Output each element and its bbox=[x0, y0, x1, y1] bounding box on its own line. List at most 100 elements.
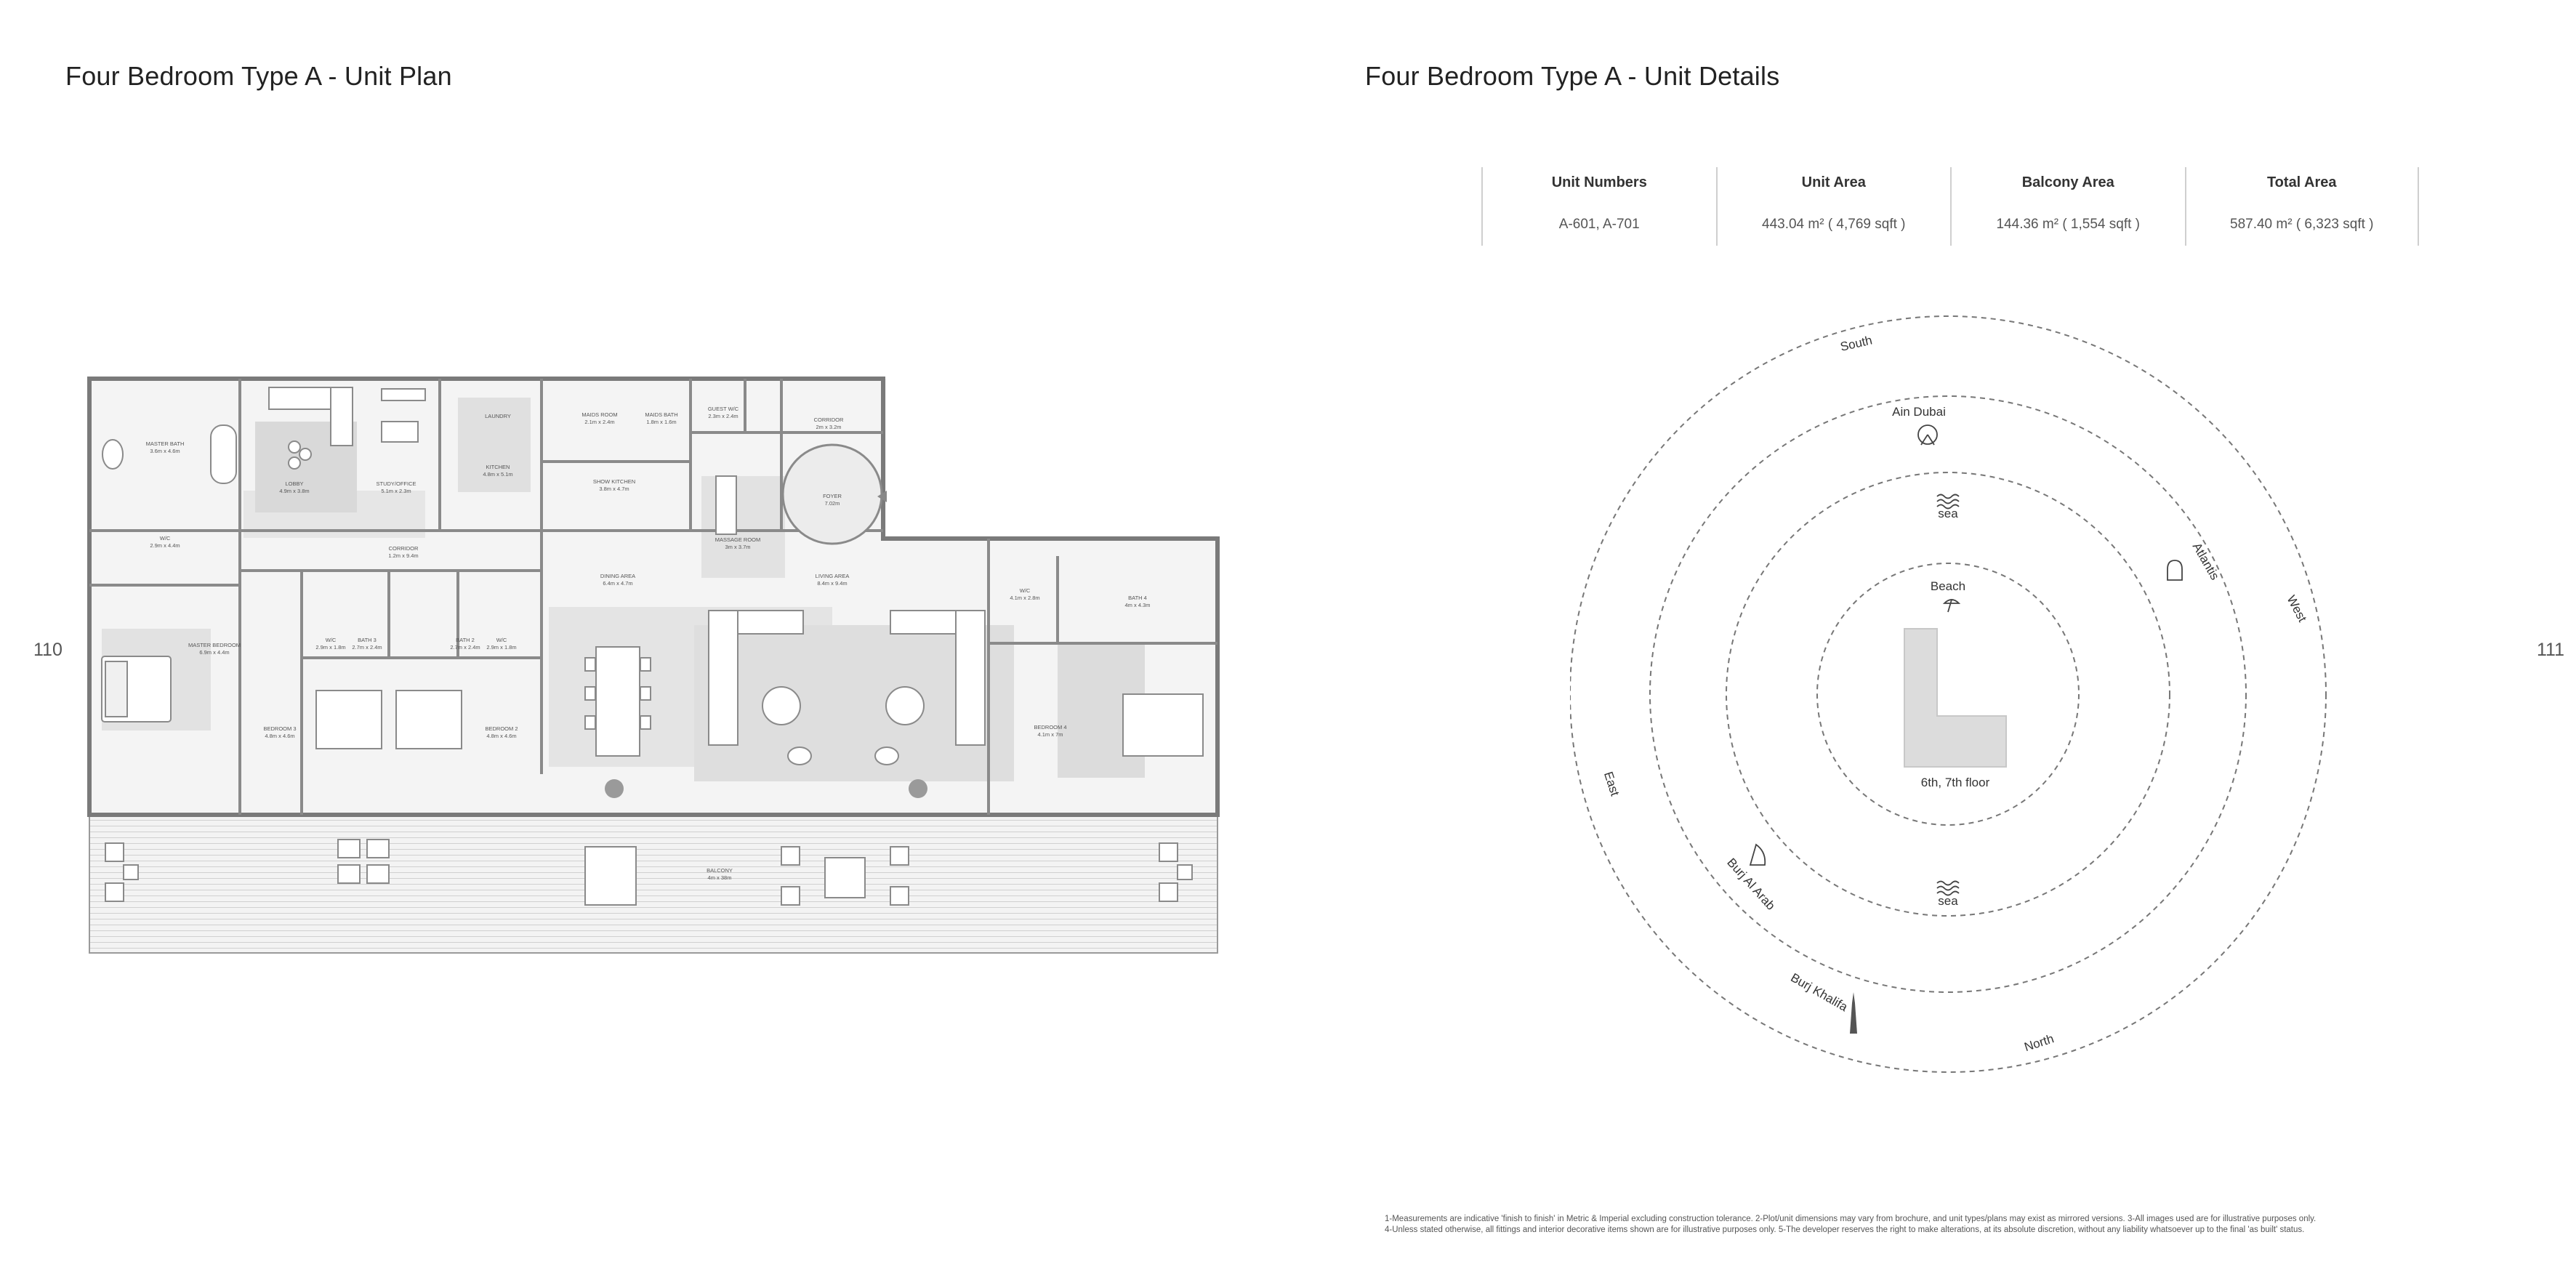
room-label: CORRIDOR bbox=[389, 545, 419, 552]
unit-area-column: Unit Area 443.04 m² ( 4,769 sqft ) bbox=[1715, 167, 1951, 246]
room-size: 6.9m x 4.4m bbox=[199, 649, 229, 656]
room-size: 2.7m x 2.4m bbox=[450, 644, 480, 651]
footnote-line: 1-Measurements are indicative 'finish to… bbox=[1385, 1215, 2317, 1223]
room-label: W/C bbox=[496, 637, 507, 643]
room-label: W/C bbox=[1020, 587, 1031, 594]
room-size: 2.3m x 2.4m bbox=[708, 413, 738, 419]
room-size: 4m x 38m bbox=[708, 874, 732, 881]
room-label: LOBBY bbox=[285, 480, 303, 487]
details-page-title: Four Bedroom Type A - Unit Details bbox=[1365, 61, 1780, 91]
room-label: W/C bbox=[326, 637, 337, 643]
room-label: MASSAGE ROOM bbox=[715, 536, 761, 543]
room-label: BATH 2 bbox=[456, 637, 475, 643]
room-size: 2.9m x 1.8m bbox=[486, 644, 516, 651]
sail-hotel-icon bbox=[1749, 843, 1766, 866]
room-size: 2.7m x 2.4m bbox=[352, 644, 382, 651]
room-size: 2m x 3.2m bbox=[816, 424, 841, 430]
tower-icon bbox=[1850, 992, 1857, 1034]
room-label: KITCHEN bbox=[486, 464, 510, 470]
unit-floor-plan: MASTER BATH 3.6m x 4.6m W/C 2.9m x 4.4m … bbox=[87, 377, 1220, 954]
room-size: 1.8m x 1.6m bbox=[646, 419, 676, 425]
total-area-value: 587.40 m² ( 6,323 sqft ) bbox=[2230, 217, 2374, 232]
room-size: 2.1m x 2.4m bbox=[584, 419, 614, 425]
unit-numbers-header: Unit Numbers bbox=[1551, 174, 1647, 190]
building-footprint bbox=[1904, 628, 2007, 768]
room-size: 1.2m x 9.4m bbox=[388, 552, 418, 559]
balcony-area-header: Balcony Area bbox=[2021, 174, 2114, 190]
columns bbox=[605, 779, 927, 798]
room-label: LAUNDRY bbox=[485, 413, 511, 419]
orientation-rings bbox=[1570, 315, 2327, 1073]
room-label: SHOW KITCHEN bbox=[593, 478, 635, 485]
room-label: BATH 4 bbox=[1128, 595, 1147, 601]
room-label: BALCONY bbox=[707, 867, 733, 874]
entry-arrow-icon bbox=[877, 491, 887, 502]
room-size: 4.1m x 2.8m bbox=[1010, 595, 1039, 601]
room-size: 4.1m x 7m bbox=[1037, 731, 1063, 738]
compass-north-label: North bbox=[2023, 1031, 2056, 1054]
unit-area-header: Unit Area bbox=[1801, 174, 1866, 190]
room-size: 4.9m x 3.8m bbox=[279, 488, 309, 494]
unit-details-table: Unit Numbers A-601, A-701 Unit Area 443.… bbox=[1481, 167, 2419, 246]
room-label: MASTER BEDROOM bbox=[188, 642, 241, 648]
balcony-area-value: 144.36 m² ( 1,554 sqft ) bbox=[1996, 217, 2141, 232]
sea-bottom-label: sea bbox=[1938, 894, 1958, 908]
room-size: 4.8m x 4.6m bbox=[486, 733, 516, 739]
unit-numbers-column: Unit Numbers A-601, A-701 bbox=[1481, 167, 1716, 246]
beach-umbrella-icon bbox=[1942, 599, 1961, 613]
room-label: GUEST W/C bbox=[708, 406, 739, 412]
room-size: 4.8m x 4.6m bbox=[265, 733, 294, 739]
room-size: 3m x 3.7m bbox=[725, 544, 750, 550]
compass-east-label: East bbox=[1601, 770, 1622, 797]
room-label: STUDY/OFFICE bbox=[376, 480, 416, 487]
plan-page-title: Four Bedroom Type A - Unit Plan bbox=[65, 61, 452, 91]
room-label: MASTER BATH bbox=[146, 440, 185, 447]
room-size: 2.9m x 1.8m bbox=[315, 644, 345, 651]
room-label: BEDROOM 4 bbox=[1034, 724, 1066, 730]
unit-numbers-value: A-601, A-701 bbox=[1558, 217, 1640, 232]
burj-khalifa-label: Burj Khalifa bbox=[1788, 970, 1850, 1014]
ain-dubai-label: Ain Dubai bbox=[1892, 405, 1946, 419]
room-size: 3.6m x 4.6m bbox=[150, 448, 180, 454]
orientation-diagram: South West North East Ain Dubai sea Atla… bbox=[1570, 315, 2327, 1073]
furniture bbox=[101, 387, 1204, 906]
room-label: LIVING AREA bbox=[816, 573, 850, 579]
footnote-line: 4-Unless stated otherwise, all fittings … bbox=[1385, 1225, 2305, 1234]
room-size: 8.4m x 9.4m bbox=[817, 580, 847, 587]
room-size: 4.8m x 5.1m bbox=[483, 471, 512, 478]
waves-icon bbox=[1936, 494, 1960, 510]
room-size: 7.02m bbox=[825, 500, 840, 507]
room-label: BEDROOM 2 bbox=[485, 725, 518, 732]
total-area-column: Total Area 587.40 m² ( 6,323 sqft ) bbox=[2184, 167, 2419, 246]
room-size: 5.1m x 2.3m bbox=[381, 488, 411, 494]
unit-area-value: 443.04 m² ( 4,769 sqft ) bbox=[1762, 217, 1906, 232]
room-label: DINING AREA bbox=[600, 573, 635, 579]
ferris-wheel-icon bbox=[1917, 424, 1938, 446]
room-label: BEDROOM 3 bbox=[263, 725, 296, 732]
floor-level-label: 6th, 7th floor bbox=[1921, 776, 1990, 789]
room-label: BATH 3 bbox=[358, 637, 377, 643]
page-number-right: 111 bbox=[2537, 640, 2565, 660]
sea-top-label: sea bbox=[1938, 507, 1958, 520]
room-label: MAIDS ROOM bbox=[581, 411, 617, 418]
compass-west-label: West bbox=[2284, 593, 2309, 624]
disclaimer-footnotes: 1-Measurements are indicative 'finish to… bbox=[1385, 1214, 2519, 1236]
room-labels: MASTER BATH 3.6m x 4.6m W/C 2.9m x 4.4m … bbox=[146, 406, 1151, 881]
room-label: CORRIDOR bbox=[814, 416, 844, 423]
atlantis-icon bbox=[2167, 560, 2183, 581]
compass-south-label: South bbox=[1839, 333, 1874, 354]
room-size: 4m x 4.3m bbox=[1124, 602, 1150, 608]
room-size: 6.4m x 4.7m bbox=[603, 580, 632, 587]
beach-label: Beach bbox=[1931, 579, 1965, 593]
room-label: W/C bbox=[160, 535, 171, 542]
room-size: 3.8m x 4.7m bbox=[599, 486, 629, 492]
balcony-deck bbox=[89, 814, 1218, 954]
atlantis-label: Atlantis bbox=[2190, 540, 2222, 582]
interior-walls bbox=[89, 379, 1217, 815]
room-label: MAIDS BATH bbox=[645, 411, 677, 418]
balcony-area-column: Balcony Area 144.36 m² ( 1,554 sqft ) bbox=[1950, 167, 2185, 246]
page-number-left: 110 bbox=[33, 640, 63, 660]
room-label: FOYER bbox=[823, 493, 842, 499]
total-area-header: Total Area bbox=[2266, 174, 2337, 190]
waves-icon bbox=[1936, 880, 1960, 896]
